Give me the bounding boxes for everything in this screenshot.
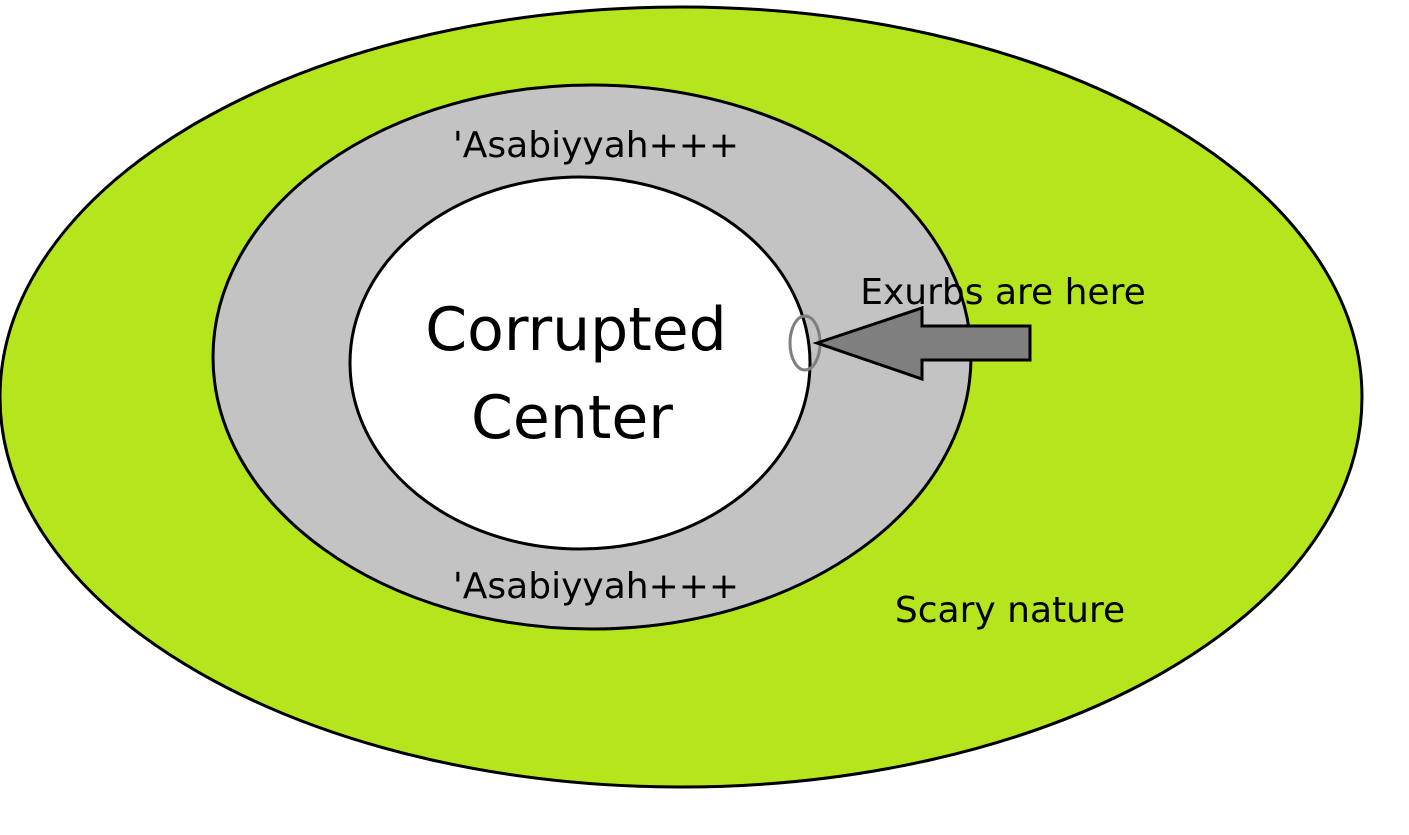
ring-label-top: 'Asabiyyah+++ — [453, 125, 739, 166]
outer-label: Scary nature — [895, 590, 1125, 631]
exurbs-label: Exurbs are here — [860, 272, 1146, 313]
ring-label-bottom: 'Asabiyyah+++ — [453, 566, 739, 607]
center-label-line2: Center — [471, 383, 673, 453]
exurbs-arrow — [812, 305, 1032, 382]
corrupted-center-zone — [348, 175, 812, 551]
center-label-line1: Corrupted — [425, 295, 727, 365]
